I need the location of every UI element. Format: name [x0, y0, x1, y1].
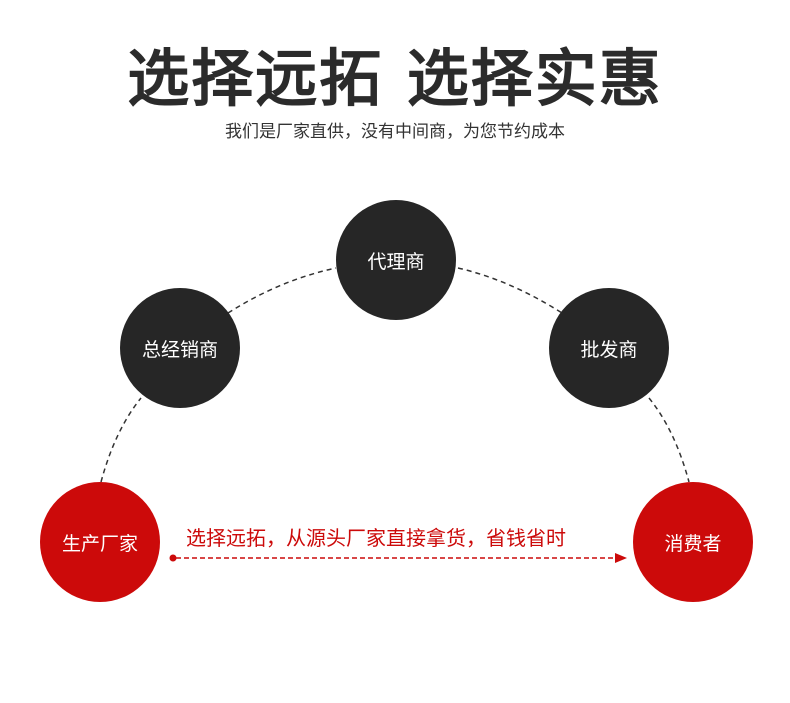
connector-wholesaler-consumer [648, 397, 690, 483]
connector-agent-wholesaler [457, 267, 563, 314]
node-consumer-label: 消费者 [664, 532, 722, 555]
direct-path-arrowhead [615, 553, 627, 563]
node-agent: 代理商 [336, 200, 456, 320]
connector-distributor-agent [227, 267, 337, 314]
node-wholesaler: 批发商 [549, 288, 669, 408]
direct-path-label: 选择远拓，从源头厂家直接拿货，省钱省时 [186, 526, 566, 550]
node-wholesaler-label: 批发商 [580, 338, 638, 361]
page-subtitle: 我们是厂家直供，没有中间商，为您节约成本 [225, 122, 565, 142]
connector-manufacturer-distributor [100, 397, 142, 483]
direct-path-start-dot [169, 554, 177, 562]
node-general-distributor: 总经销商 [120, 288, 240, 408]
node-manufacturer-label: 生产厂家 [61, 532, 138, 555]
page-title: 选择远拓 选择实惠 [127, 42, 663, 115]
node-general-distributor-label: 总经销商 [141, 338, 218, 361]
node-consumer: 消费者 [633, 482, 753, 602]
node-manufacturer: 生产厂家 [40, 482, 160, 602]
node-agent-label: 代理商 [367, 250, 425, 273]
